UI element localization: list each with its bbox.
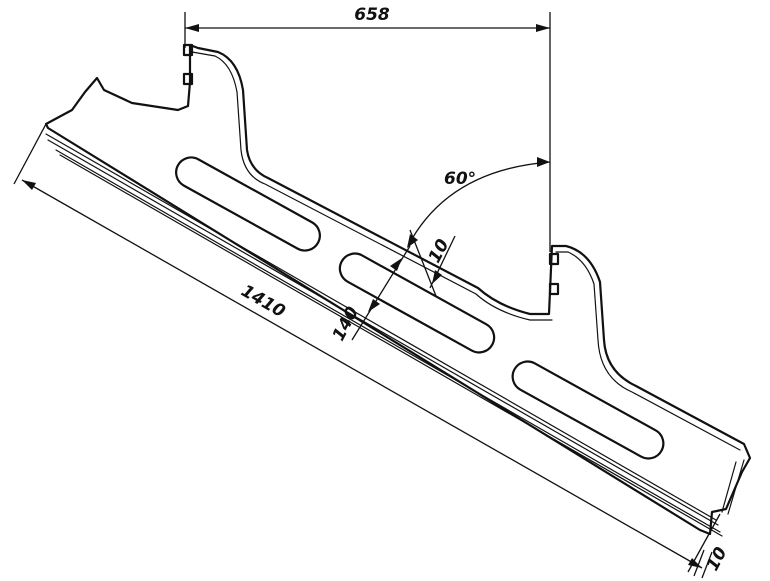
slot-2 [338,252,496,354]
flange-line-1 [45,133,717,521]
end-offset-label: 10 [703,544,732,574]
length-1410-label: 1410 [238,281,289,322]
arrow-angle-top [537,157,550,167]
arrow-length-left [22,180,36,190]
plate-outline [44,43,752,536]
hinge-tab-top-2 [182,72,194,86]
plate-inner-outline [191,51,741,451]
flange-line-4 [59,154,723,537]
flange-line-3 [55,149,721,533]
length-dimension-line [21,179,703,569]
arrow-width-top [390,258,402,271]
dimension-658-label: 658 [354,5,390,25]
arrow-658-left [185,24,199,32]
end-return [721,459,745,515]
hinge-tab-bottom-1 [548,252,560,266]
arrow-658-right [536,24,550,32]
end-offset-line-2 [701,551,713,579]
hinge-tab-bottom-2 [548,282,560,296]
angle-60-label: 60° [444,169,476,189]
arrow-angle-bottom [407,234,418,248]
arrow-edge-offset [432,270,442,284]
arrow-width-bottom [368,299,380,312]
hinge-tab-top-1 [182,43,194,57]
slot-3 [511,360,665,460]
flange-line-2 [47,139,719,526]
angle-arc [407,161,551,247]
end-offset-line-1 [693,549,705,577]
width-dimension-line [351,245,411,341]
slot-1 [175,156,321,252]
length-extension-left [13,123,47,185]
